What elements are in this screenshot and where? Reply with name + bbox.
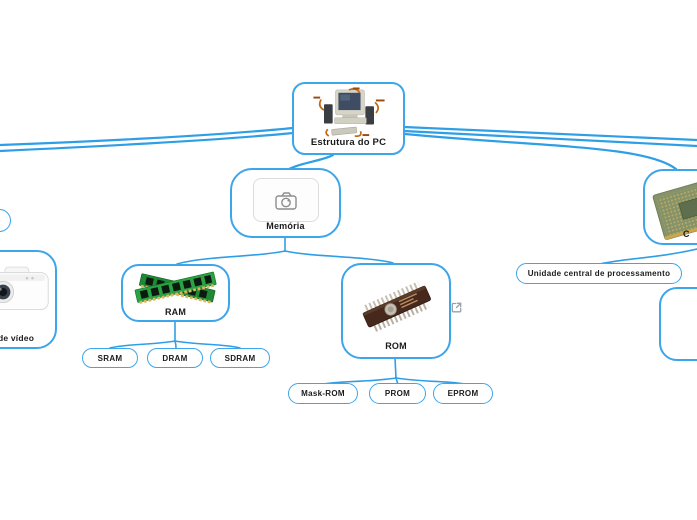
- node-mask-rom[interactable]: Mask-ROM: [288, 383, 358, 404]
- edge-cpu-unidade: [599, 248, 697, 265]
- image-placeholder[interactable]: [252, 178, 319, 222]
- video-projector-image: [0, 266, 49, 310]
- edge-ram-sram: [109, 340, 176, 349]
- node-sdram[interactable]: SDRAM: [210, 348, 270, 368]
- edge-root-memoria: [287, 153, 335, 171]
- edge-memoria-ram: [176, 250, 286, 265]
- edge-root-left-1: [0, 126, 295, 147]
- node-prom[interactable]: PROM: [369, 383, 426, 404]
- node-unidade-central-de-processamento[interactable]: Unidade central de processamento: [516, 263, 682, 284]
- camera-icon: [274, 191, 297, 210]
- ram-modules-image: [134, 271, 217, 304]
- edge-root-right-2: [402, 129, 697, 148]
- open-image-icon[interactable]: [450, 301, 463, 314]
- node-label: RAM: [164, 307, 187, 317]
- node-de-video[interactable]: de vídeo: [0, 250, 57, 349]
- node-label: Mask-ROM: [301, 389, 345, 398]
- edge-ram-dram: [174, 340, 177, 349]
- edge-ram-sdram: [174, 340, 241, 349]
- node-estrutura-do-pc[interactable]: Estrutura do PC: [292, 82, 405, 155]
- edge-root-cpu: [403, 132, 678, 171]
- node-label: SDRAM: [224, 353, 256, 363]
- node-memoria[interactable]: Memória: [230, 168, 341, 238]
- node-sram[interactable]: SRAM: [82, 348, 138, 368]
- cpu-chip-image: [652, 176, 697, 240]
- node-dram[interactable]: DRAM: [147, 348, 203, 368]
- node-cpu[interactable]: C: [643, 169, 697, 245]
- node-label: de vídeo: [0, 333, 35, 343]
- pc-collage-image: [312, 87, 385, 137]
- node-eprom[interactable]: EPROM: [433, 383, 493, 404]
- edge-root-left-2: [0, 131, 295, 153]
- edge-root-right-1: [402, 125, 697, 142]
- node-label: EPROM: [447, 389, 479, 398]
- node-label: Estrutura do PC: [310, 137, 387, 148]
- node-label: SRAM: [97, 353, 123, 363]
- edge-rom-stub: [394, 357, 397, 379]
- node-bottom-right-partial[interactable]: [659, 287, 697, 361]
- node-label: DRAM: [162, 353, 188, 363]
- node-label: C: [683, 229, 690, 239]
- node-label: Memória: [266, 221, 305, 231]
- rom-chip-image: [362, 281, 431, 332]
- node-label: ROM: [385, 341, 407, 351]
- edge-memoria-rom: [284, 250, 394, 264]
- node-rom[interactable]: ROM: [341, 263, 451, 359]
- node-label: Unidade central de processamento: [527, 269, 671, 278]
- node-ram[interactable]: RAM: [121, 264, 230, 322]
- node-label: PROM: [384, 389, 411, 398]
